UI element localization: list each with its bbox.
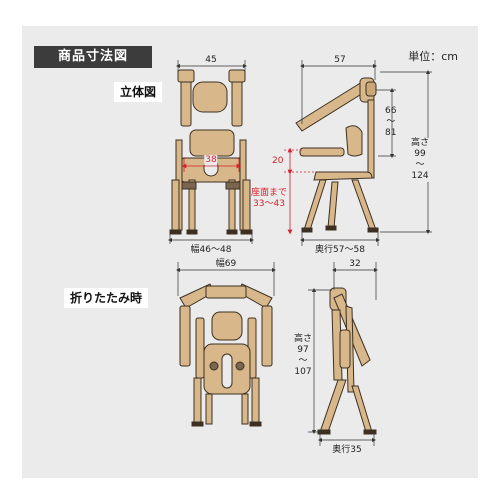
side-backrest <box>345 125 363 157</box>
seat-height-dims <box>284 147 316 235</box>
folded-width-label: 幅69 <box>215 259 237 269</box>
standing-front-chair <box>169 69 253 235</box>
standing-front-dims <box>167 60 255 244</box>
diagram-panel <box>22 26 478 478</box>
standing-section-label: 立体図 <box>114 82 163 102</box>
folded-side-chair <box>317 287 377 435</box>
folded-backrest <box>211 311 243 341</box>
overall-height-label: 高さ 99 ～ 124 <box>410 138 431 182</box>
seat-inner-width-label: 38 <box>204 155 218 165</box>
folded-front-dims <box>175 262 277 296</box>
page-title: 商品寸法図 <box>34 46 152 68</box>
folded-front-chair <box>179 283 273 427</box>
unit-label: 単位：cm <box>408 50 458 63</box>
folded-depth-bottom-label: 奥行35 <box>332 445 362 455</box>
side-armrest <box>295 81 369 132</box>
standing-front-width-label: 45 <box>205 55 217 65</box>
folded-section-label: 折りたたみ時 <box>64 288 149 308</box>
backrest <box>192 81 228 113</box>
seat-height-label: 座面まで 33～43 <box>251 188 288 209</box>
standing-front-base-label: 幅46～48 <box>190 245 232 255</box>
standing-side-depth-label: 57 <box>334 55 346 65</box>
standing-side-chair <box>295 77 379 233</box>
seat-gap-label: 20 <box>272 156 284 166</box>
folded-depth-top-label: 32 <box>349 259 361 269</box>
side-seat <box>313 171 373 181</box>
folded-side-dims <box>308 262 379 446</box>
side-arm-pad <box>299 147 345 157</box>
folded-height-label: 高さ 97 ～ 107 <box>293 334 314 378</box>
armrest-right <box>231 77 243 127</box>
seat-inner-dim <box>181 157 242 172</box>
armrest-height-label: 66 ～ 81 <box>385 106 397 138</box>
back-panel <box>189 129 235 157</box>
armrest-left <box>180 77 192 127</box>
standing-side-dims <box>299 60 432 246</box>
standing-side-depth-bottom-label: 奥行57～58 <box>315 245 365 255</box>
